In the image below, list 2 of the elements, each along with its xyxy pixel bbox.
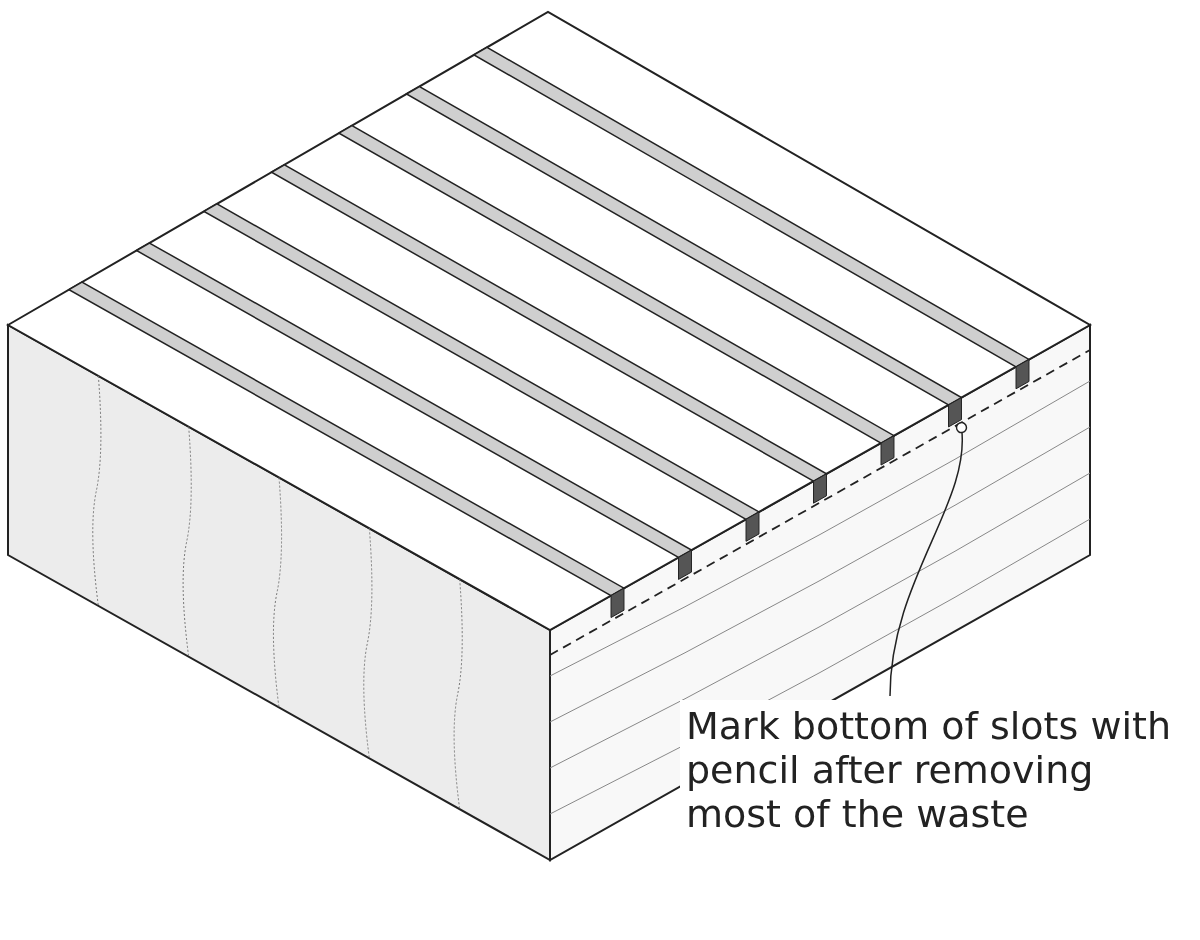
- leader-line: [889, 421, 968, 697]
- pencil-line: [549, 349, 1091, 656]
